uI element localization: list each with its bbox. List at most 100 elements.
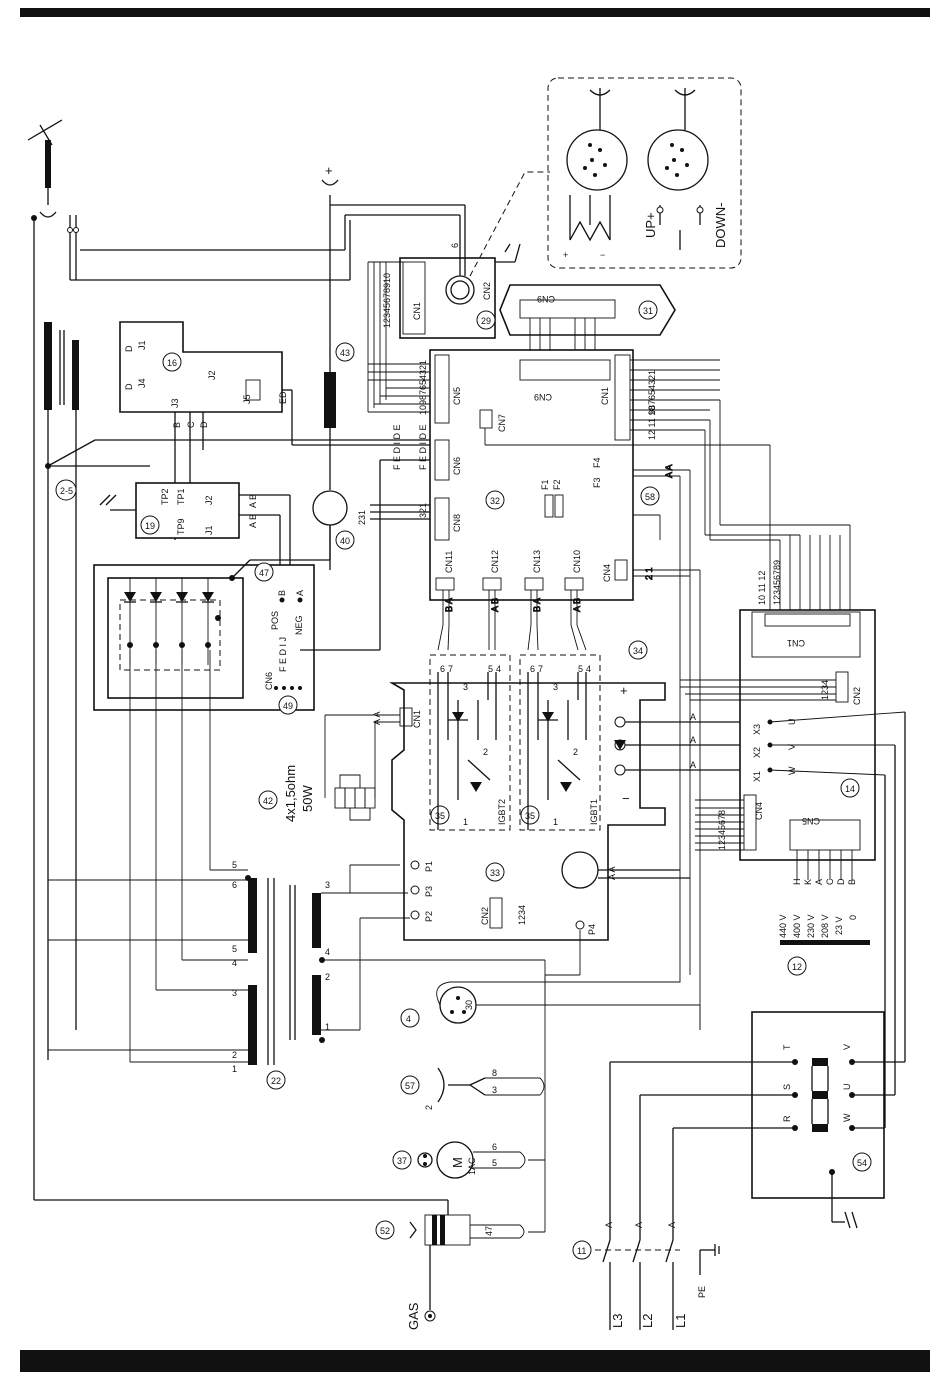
torch-connector-57: 8 3 2 57 <box>400 1067 545 1110</box>
igbt1-pin5: 5 <box>578 664 583 674</box>
igbt2-p2: 2 <box>483 747 488 757</box>
main-switch-11: A A A 11 L3 L2 L1 PE <box>572 1062 720 1330</box>
igbt2-pin6: 6 <box>440 664 445 674</box>
ref-32: 32 <box>490 496 500 506</box>
ref-43: 43 <box>340 348 350 358</box>
cn1-32-pins: 987654321 <box>647 370 657 415</box>
cn1-14-label: CN1 <box>787 638 805 648</box>
svg-text:2: 2 <box>424 1105 434 1110</box>
pin-b-label: B <box>277 590 287 596</box>
igbt1-pin4: 4 <box>586 664 591 674</box>
svg-text:+: + <box>563 250 568 260</box>
x2-v: V <box>787 744 797 750</box>
motor-m: M <box>450 1157 465 1168</box>
svg-text:A B: A B <box>248 494 258 508</box>
pin-a-label: A <box>295 590 305 596</box>
ref-40: 40 <box>340 536 350 546</box>
ref-12: 12 <box>792 962 802 972</box>
svg-text:+: + <box>325 163 333 178</box>
term-r: R <box>782 1115 792 1122</box>
tap-a: A <box>814 879 824 885</box>
v208: 208 V <box>820 914 830 938</box>
tp2-label: TP2 <box>160 488 170 505</box>
svg-text:6: 6 <box>450 243 460 248</box>
cn13-label: CN13 <box>532 550 542 573</box>
svg-text:A: A <box>690 760 696 770</box>
tap-c: C <box>825 878 835 885</box>
igbt1-pin7: 7 <box>538 664 543 674</box>
cn1-33-pins: A A <box>372 711 382 725</box>
ref-42: 42 <box>263 796 273 806</box>
ref-34: 34 <box>633 646 643 656</box>
ref-31: 31 <box>643 306 653 316</box>
svg-text:ED: ED <box>278 391 288 404</box>
cn5-32-label: CN5 <box>452 387 462 405</box>
cn4-14-pins: 12345678 <box>717 810 727 850</box>
svg-text:−: − <box>600 250 605 260</box>
v23: 23 V <box>834 916 844 935</box>
board-29: CN1 CN2 29 12345678910 6 <box>70 171 550 339</box>
top-header-bar <box>20 8 930 17</box>
v440: 440 V <box>778 914 788 938</box>
p1-label: P1 <box>424 861 434 872</box>
v400: 400 V <box>792 914 802 938</box>
pos-label: POS <box>270 611 280 630</box>
igbt1-label: IGBT1 <box>589 799 599 825</box>
w57-8: 8 <box>492 1068 497 1078</box>
igbt1-p1: 1 <box>553 817 558 827</box>
term-w: W <box>842 1113 852 1122</box>
cn5-32-pins: 10987654321 <box>418 360 428 415</box>
cn9-32-label: CN9 <box>534 392 552 402</box>
svg-text:A A: A A <box>664 464 674 478</box>
t22-sec2: 2 <box>325 972 330 982</box>
m-6: 6 <box>492 1142 497 1152</box>
motor-37: M 1AC 37 6 5 <box>392 1141 545 1179</box>
node-2-5: 2-5 <box>45 439 430 501</box>
ref-54: 54 <box>857 1158 867 1168</box>
igbt1-p3: 3 <box>553 682 558 692</box>
main-transformer-22: 22 5 6 5 4 3 2 1 3 4 2 1 <box>48 650 581 1090</box>
t22-sec3: 3 <box>325 880 330 890</box>
cn8-32-label: CN8 <box>452 514 462 532</box>
tap-d: D <box>836 878 846 885</box>
tap-k: K <box>803 879 813 885</box>
cn9-31-label: CN9 <box>537 294 555 304</box>
cn2-33-label: CN2 <box>480 907 490 925</box>
ref-52: 52 <box>380 1226 390 1236</box>
svg-text:D: D <box>199 421 209 428</box>
common-bus <box>544 975 701 1232</box>
pins-40: 231 <box>357 510 367 525</box>
ref-37: 37 <box>397 1156 407 1166</box>
cn10-label: CN10 <box>572 550 582 573</box>
svg-text:D: D <box>124 345 134 352</box>
j2b-label: J2 <box>204 495 214 505</box>
j1-label: J1 <box>137 340 147 350</box>
svg-text:D: D <box>124 383 134 390</box>
gas-label: GAS <box>406 1302 421 1330</box>
board-19: 19 TP2 TP1 TP9 J1 J2 A B A B <box>99 482 291 595</box>
cn6-49-label: CN6 <box>264 672 274 690</box>
t22-pin6: 6 <box>232 880 237 890</box>
cn11-label: CN11 <box>444 551 454 573</box>
j3-label: J3 <box>170 398 180 408</box>
t22-pin1: 1 <box>232 1064 237 1074</box>
ref-47: 47 <box>259 568 269 578</box>
igbt2-p3: 3 <box>463 682 468 692</box>
line-l1: L1 <box>673 1314 688 1328</box>
ref-58: 58 <box>645 492 655 502</box>
x1-w: W <box>787 766 797 775</box>
f3-label: F3 <box>592 477 602 488</box>
resistor-power: 50W <box>300 785 315 812</box>
aa-33-label: A A <box>607 866 617 880</box>
x2-label: X2 <box>752 747 762 758</box>
j4-label: J4 <box>137 378 147 388</box>
cn1-29-label: CN1 <box>412 302 422 320</box>
cn1-to-cn5-bundle <box>367 261 430 413</box>
svg-text:A: A <box>604 1222 614 1228</box>
p3-label: P3 <box>424 886 434 897</box>
ref-49: 49 <box>283 701 293 711</box>
cn5-14-label: CN5 <box>802 816 820 826</box>
remote-control: + − UP+ DOWN- <box>547 77 742 269</box>
ref-33: 33 <box>490 868 500 878</box>
cn1-32-pins-b: 12 11 10 <box>647 406 657 440</box>
